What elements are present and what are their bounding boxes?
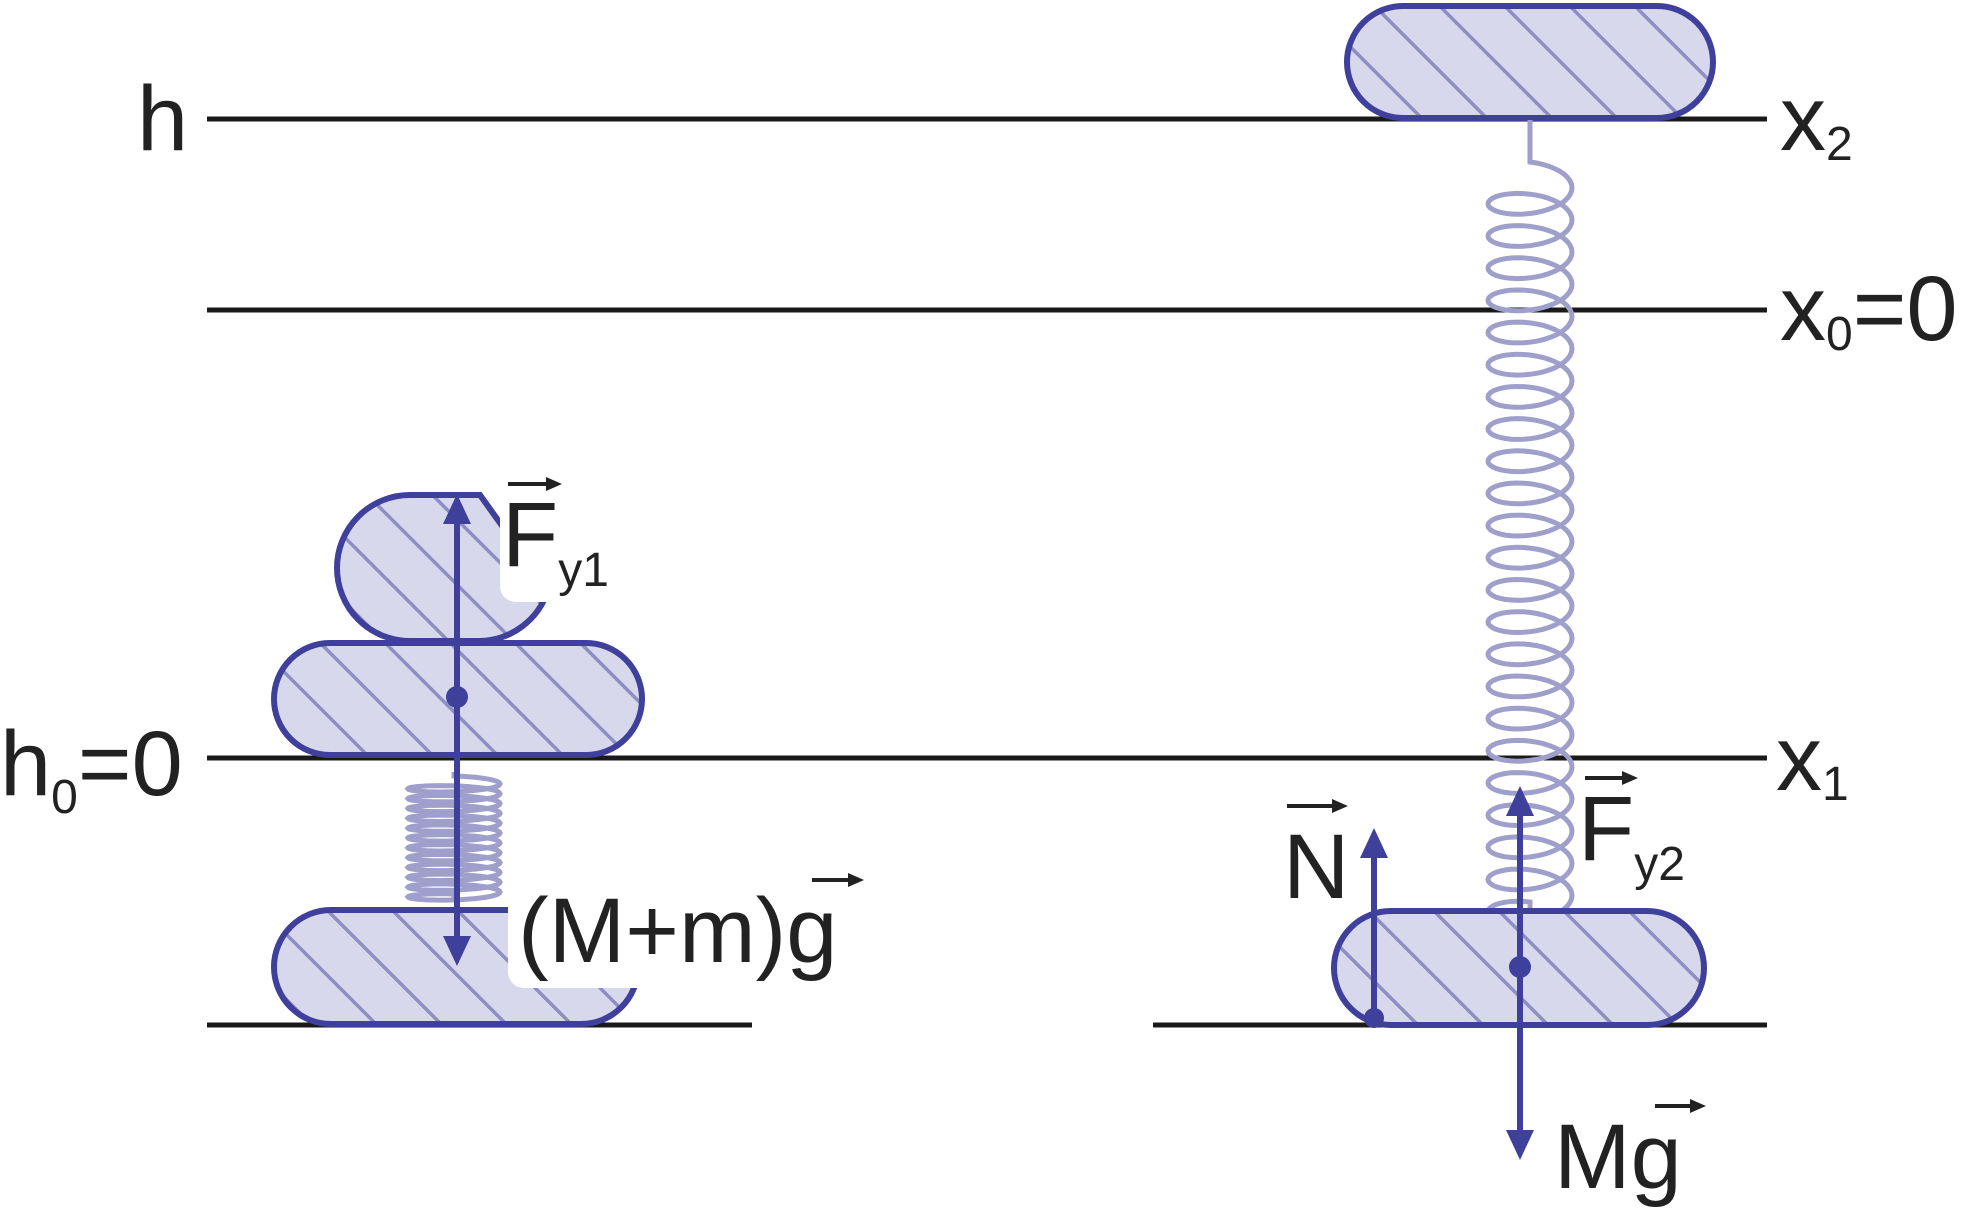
arrowhead-fy1 [443,494,471,524]
label-h0: h0=0 [0,713,183,824]
spring-stretched [1485,120,1575,925]
label-fy1: Fy1 [502,484,609,597]
arrowhead-n [1360,828,1388,858]
center-of-mass-right [1509,956,1531,978]
contact-point [1364,1008,1384,1028]
arrowhead-mg [1506,1130,1534,1160]
label-mmg: (M+m)g [518,880,837,982]
vector-head-fy2 [1622,771,1638,785]
vector-head-n [1332,799,1348,813]
vector-head-g-left [848,873,864,887]
label-n: N [1283,816,1349,918]
label-x1: x1 [1776,708,1849,811]
vector-head-fy1 [546,477,562,491]
arrowhead-fy2 [1506,786,1534,816]
small-mass [334,492,552,644]
arrowhead-mmg [443,936,471,966]
vector-head-g-right [1690,1099,1706,1113]
center-of-mass-left [446,686,468,708]
label-bg-mmg [508,888,868,988]
label-fy2: Fy2 [1578,778,1685,891]
label-mg: Mg [1554,1106,1682,1207]
label-x0: x0=0 [1780,258,1958,361]
upper-plate-right [1344,3,1716,121]
label-h: h [137,68,188,170]
label-bg-fy1 [500,470,592,602]
label-x2: x2 [1780,68,1853,171]
